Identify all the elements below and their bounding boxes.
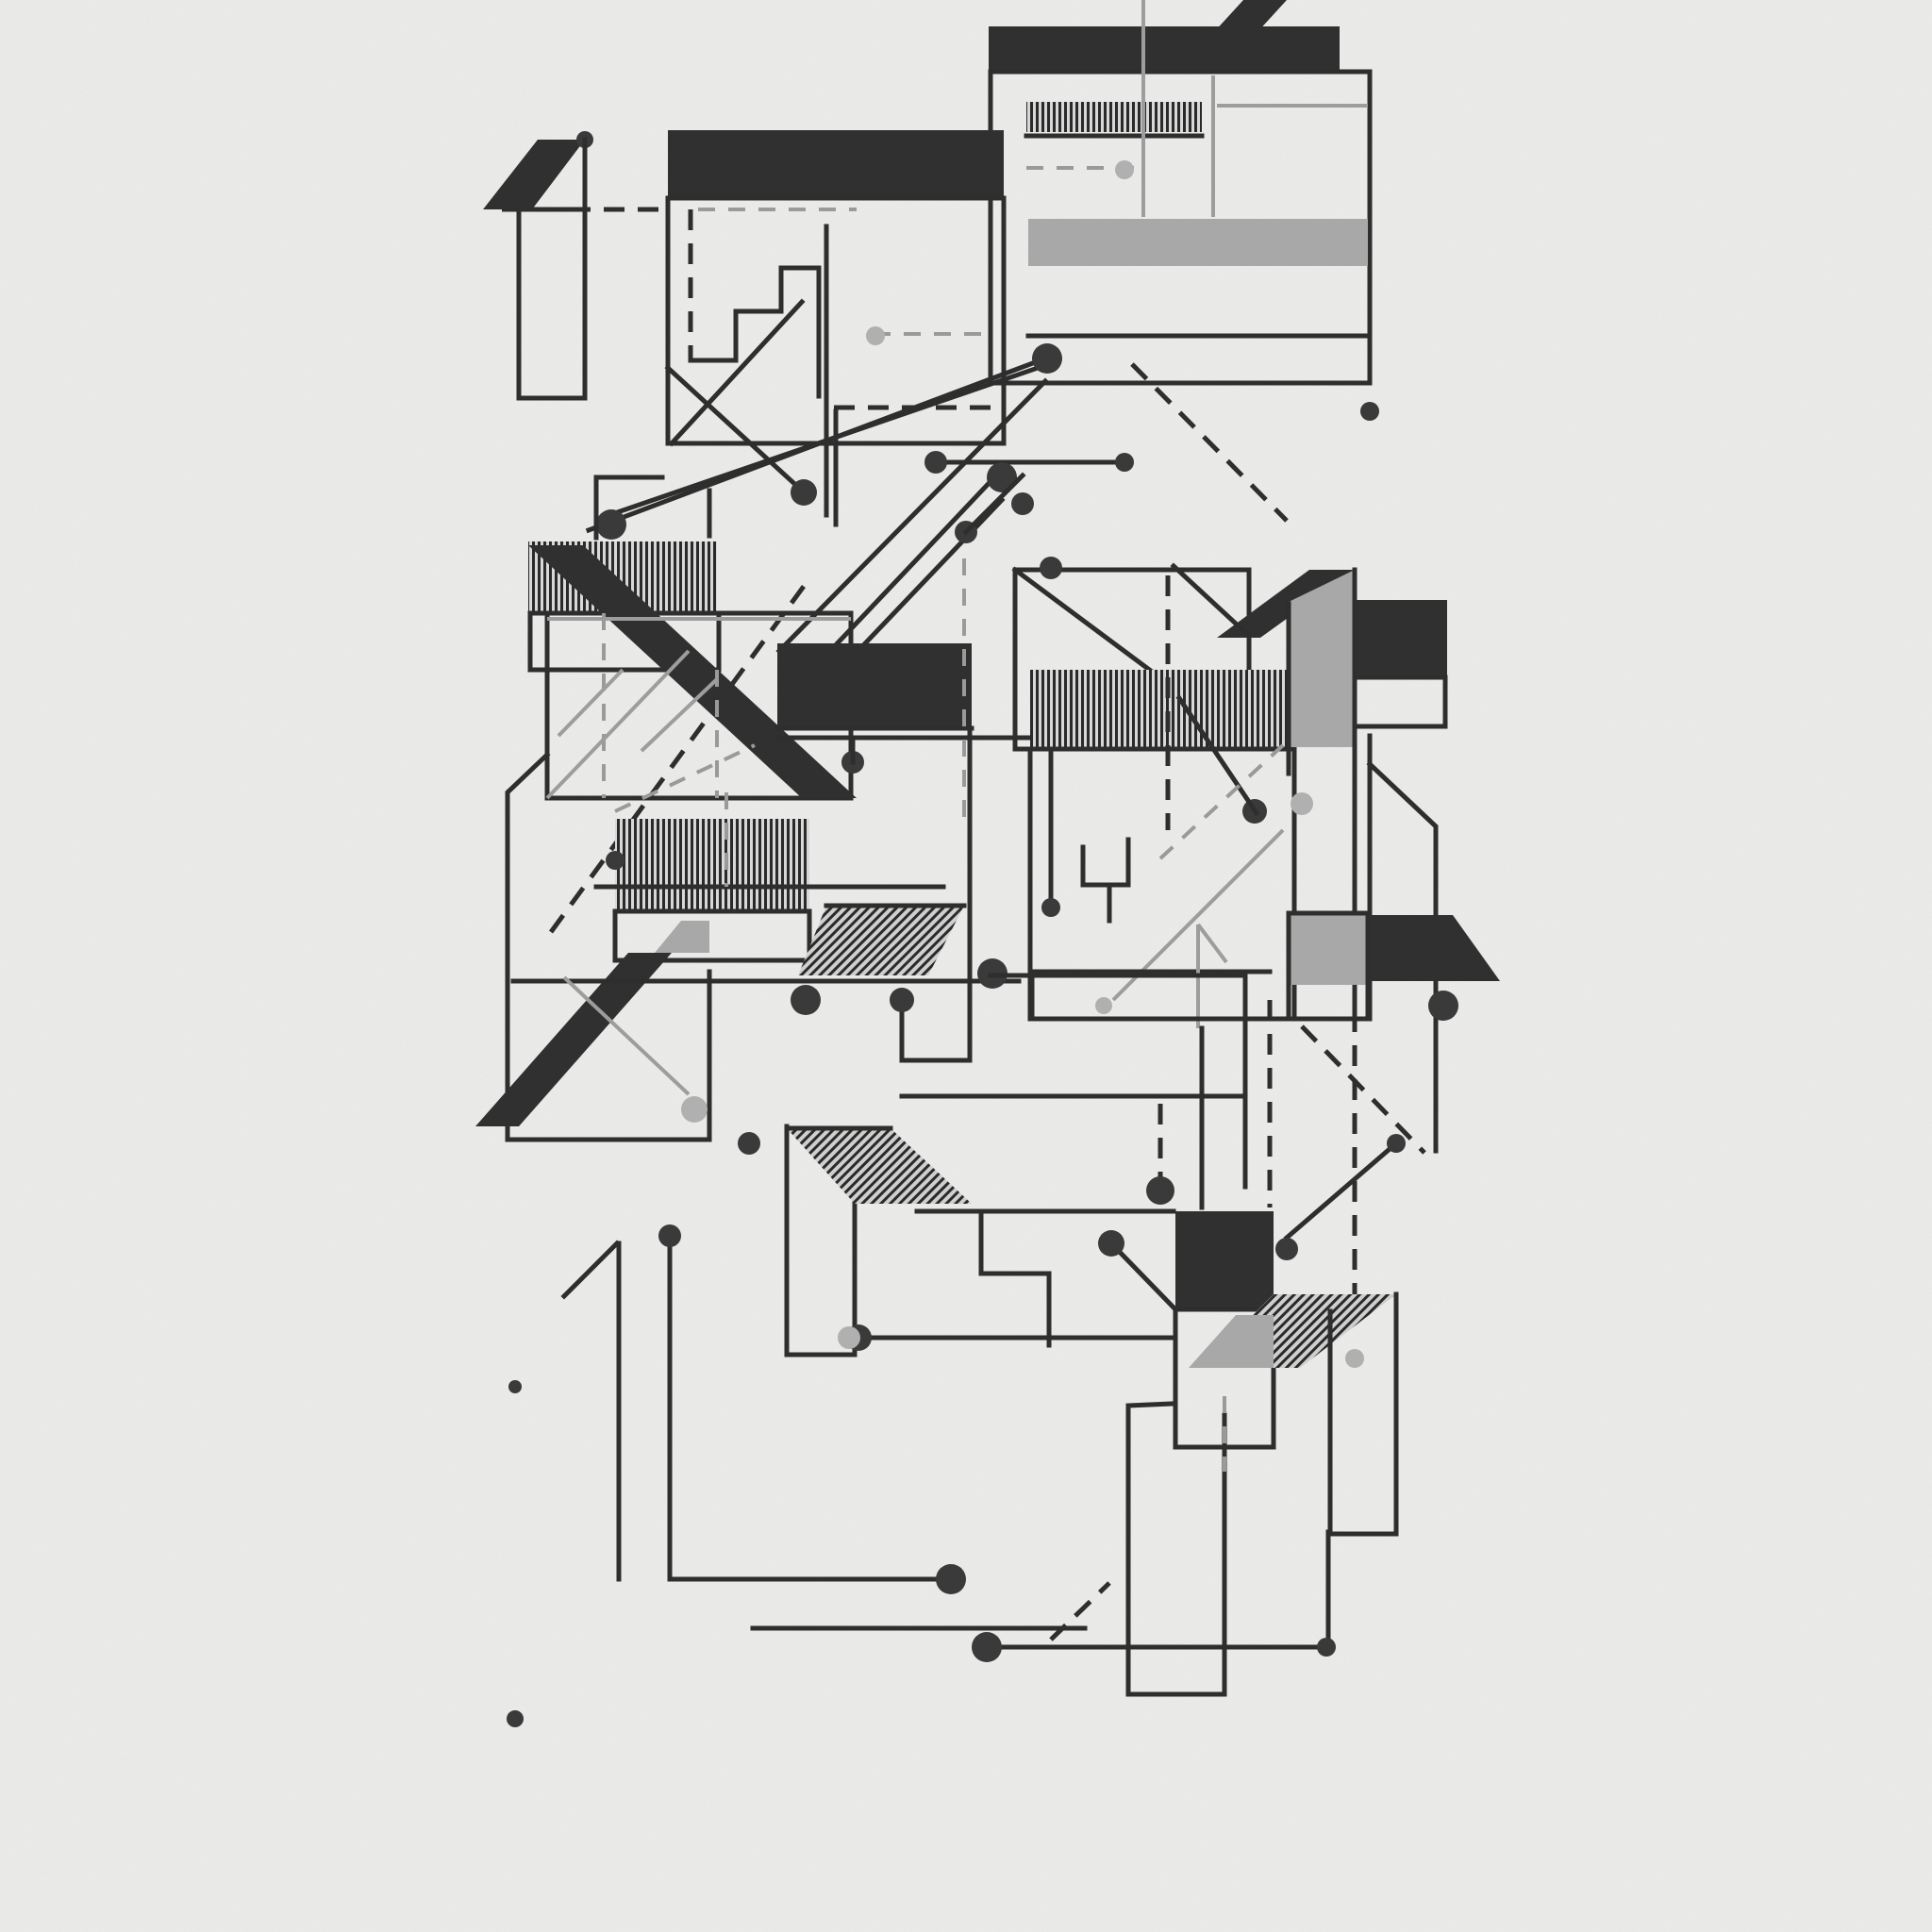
center-dark-block [774,558,1041,1063]
right-middle-block [1011,557,1500,1154]
bottom-right-block [972,1134,1406,1697]
bottom-left-lines [507,1224,1111,1727]
top-left-block [502,130,1007,527]
top-right-block [866,0,1379,523]
middle-runs [738,973,1426,1302]
center-diagonals [548,343,1134,934]
left-lower-block [475,743,1022,1142]
tall-tower [483,131,593,401]
bottom-center-block [784,1124,1177,1357]
left-middle-block [527,475,857,801]
